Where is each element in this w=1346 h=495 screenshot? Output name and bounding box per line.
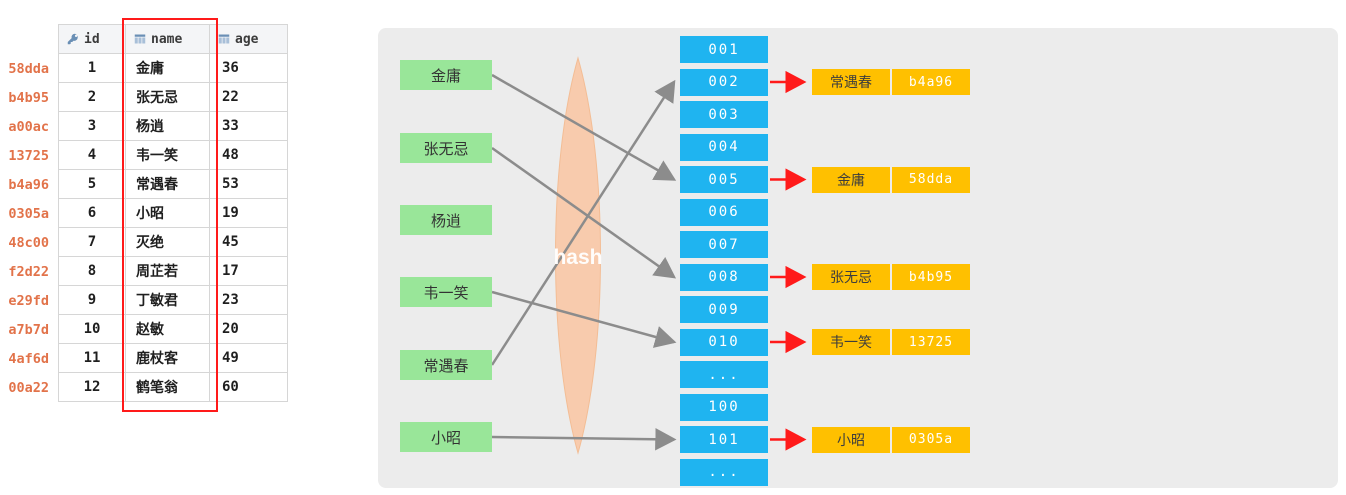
column-header-name[interactable]: name [126, 24, 210, 54]
input-box-xiaozhao: 小昭 [400, 422, 492, 452]
bucket-slot-003: 003 [680, 101, 768, 128]
name-cell[interactable]: 周芷若 [126, 257, 210, 286]
hash-function-label: hash [553, 246, 603, 269]
input-box-zhangwuji: 张无忌 [400, 133, 492, 163]
grid-icon [218, 33, 230, 45]
result-name-box: 韦一笑 [812, 329, 890, 355]
age-cell[interactable]: 60 [210, 373, 288, 402]
arrow-jinyong-to-005 [491, 73, 677, 181]
hash-cell: 13725 [8, 147, 49, 164]
name-cell[interactable]: 杨逍 [126, 112, 210, 141]
bucket-slot-ellipsis-2: ... [680, 458, 768, 486]
bucket-slot-101: 101 [680, 426, 768, 453]
age-cell[interactable]: 49 [210, 344, 288, 373]
input-box-changyuchun: 常遇春 [400, 350, 492, 380]
result-hash-box: 13725 [892, 329, 970, 355]
result-name-box: 张无忌 [812, 264, 890, 290]
bucket-slot-008: 008 [680, 263, 768, 291]
arrow-changyuchun-to-002 [490, 79, 676, 366]
hash-cell: f2d22 [8, 263, 49, 280]
id-cell[interactable]: 12 [58, 373, 126, 402]
hash-column-header [6, 24, 58, 54]
id-cell[interactable]: 5 [58, 170, 126, 199]
id-cell[interactable]: 1 [58, 54, 126, 83]
name-cell[interactable]: 灭绝 [126, 228, 210, 257]
age-cell[interactable]: 36 [210, 54, 288, 83]
column-header-label: id [84, 31, 100, 47]
column-header-id[interactable]: id [58, 24, 126, 54]
bucket-slot-005: 005 [680, 166, 768, 193]
age-cell[interactable]: 33 [210, 112, 288, 141]
id-cell[interactable]: 6 [58, 199, 126, 228]
hash-cell: 00a22 [8, 379, 49, 396]
age-cell[interactable]: 45 [210, 228, 288, 257]
hash-cell: b4a96 [8, 176, 49, 193]
hash-cell: a00ac [8, 118, 49, 135]
id-cell[interactable]: 10 [58, 315, 126, 344]
result-hash-box: 0305a [892, 426, 970, 453]
arrow-zhangwuji-to-008 [491, 146, 677, 279]
bucket-slot-009: 009 [680, 296, 768, 323]
name-cell[interactable]: 丁敏君 [126, 286, 210, 315]
age-cell[interactable]: 20 [210, 315, 288, 344]
bucket-slot-100: 100 [680, 393, 768, 421]
input-box-jinyong: 金庸 [400, 60, 492, 90]
result-hash-box: 58dda [892, 166, 970, 193]
result-hash-box: b4a96 [892, 69, 970, 95]
bucket-slot-004: 004 [680, 133, 768, 161]
bucket-slot-002: 002 [680, 68, 768, 96]
hash-cell: b4b95 [8, 89, 49, 106]
name-cell[interactable]: 赵敏 [126, 315, 210, 344]
age-cell[interactable]: 19 [210, 199, 288, 228]
bucket-slot-010: 010 [680, 328, 768, 356]
hash-cell: 0305a [8, 205, 49, 222]
hash-cell: 4af6d [8, 350, 49, 367]
id-cell[interactable]: 4 [58, 141, 126, 170]
id-cell[interactable]: 7 [58, 228, 126, 257]
id-cell[interactable]: 8 [58, 257, 126, 286]
result-name-box: 小昭 [812, 426, 890, 453]
data-grid: id name age 58dda 1 金庸 36 b4b95 2 张无忌 22… [6, 24, 288, 402]
age-cell[interactable]: 23 [210, 286, 288, 315]
name-cell[interactable]: 张无忌 [126, 83, 210, 112]
name-cell[interactable]: 小昭 [126, 199, 210, 228]
column-header-label: name [151, 31, 183, 47]
hash-function-lens [555, 56, 601, 455]
name-cell[interactable]: 鹿杖客 [126, 344, 210, 373]
result-hash-box: b4b95 [892, 264, 970, 290]
name-cell[interactable]: 韦一笑 [126, 141, 210, 170]
name-cell[interactable]: 鹤笔翁 [126, 373, 210, 402]
result-name-box: 常遇春 [812, 69, 890, 95]
grid-icon [134, 33, 146, 45]
bucket-slot-001: 001 [680, 36, 768, 63]
input-box-weiyixiao: 韦一笑 [400, 277, 492, 307]
result-name-box: 金庸 [812, 166, 890, 193]
age-cell[interactable]: 48 [210, 141, 288, 170]
age-cell[interactable]: 22 [210, 83, 288, 112]
hash-diagram-panel: hash 金庸 张无忌 杨逍 韦一笑 常遇春 小昭 001 002 003 00… [378, 28, 1338, 488]
id-cell[interactable]: 3 [58, 112, 126, 141]
diagram-graphics [490, 56, 807, 455]
name-cell[interactable]: 常遇春 [126, 170, 210, 199]
hash-cell: 48c00 [8, 234, 49, 251]
arrow-weiyixiao-to-010 [491, 290, 677, 348]
hash-cell: e29fd [8, 292, 49, 309]
age-cell[interactable]: 17 [210, 257, 288, 286]
id-cell[interactable]: 9 [58, 286, 126, 315]
arrow-xiaozhao-to-101 [491, 427, 677, 451]
id-cell[interactable]: 11 [58, 344, 126, 373]
hash-cell: a7b7d [8, 321, 49, 338]
id-cell[interactable]: 2 [58, 83, 126, 112]
column-header-label: age [235, 31, 259, 47]
input-box-yangxiao: 杨逍 [400, 205, 492, 235]
hash-cell: 58dda [8, 60, 49, 77]
column-header-age[interactable]: age [210, 24, 288, 54]
bucket-slot-007: 007 [680, 231, 768, 258]
name-cell[interactable]: 金庸 [126, 54, 210, 83]
key-icon [67, 33, 79, 45]
bucket-slot-006: 006 [680, 198, 768, 226]
bucket-slot-ellipsis-1: ... [680, 361, 768, 388]
age-cell[interactable]: 53 [210, 170, 288, 199]
